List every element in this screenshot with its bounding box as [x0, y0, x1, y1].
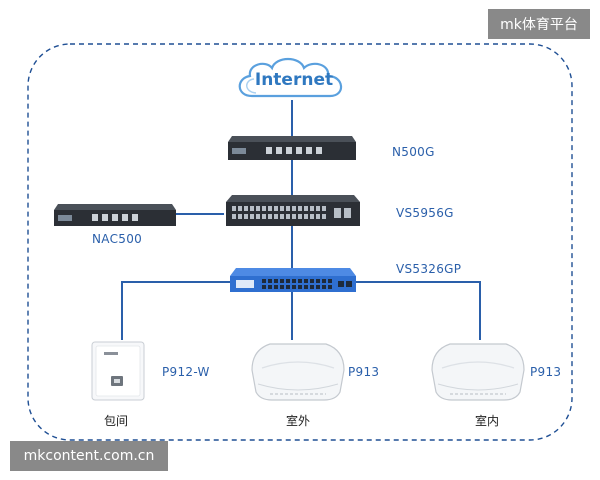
p913-outdoor-label: P913	[348, 365, 380, 379]
internet-cloud-icon	[238, 57, 343, 98]
vs5326gp-label: VS5326GP	[396, 262, 462, 276]
nac500-label: NAC500	[92, 232, 143, 246]
vs5326gp-switch-icon	[230, 268, 356, 292]
connection-lines	[121, 100, 481, 340]
link-switch-p913-indoor	[356, 281, 481, 340]
n500g-label: N500G	[392, 145, 435, 159]
link-switch-p912w	[121, 281, 230, 340]
vs5956g-label: VS5956G	[396, 206, 454, 220]
p913-indoor-ap-icon	[431, 343, 525, 401]
p913-indoor-label: P913	[530, 365, 562, 379]
place-outdoor-label: 室外	[286, 414, 311, 428]
vs5956g-switch-icon	[226, 195, 360, 226]
dashed-boundary	[27, 43, 573, 441]
place-indoor-label: 室内	[475, 414, 500, 428]
internet-label: Internet	[254, 70, 334, 90]
watermark-top: mk体育平台	[488, 9, 590, 39]
watermark-bottom: mkcontent.com.cn	[10, 441, 168, 471]
place-room-label: 包间	[104, 414, 129, 428]
p913-outdoor-ap-icon	[251, 343, 345, 401]
p912w-wallplate-ap-icon	[91, 341, 145, 401]
n500g-router-icon	[228, 136, 356, 160]
nac500-device-icon	[54, 204, 176, 226]
p912w-label: P912-W	[162, 365, 210, 379]
